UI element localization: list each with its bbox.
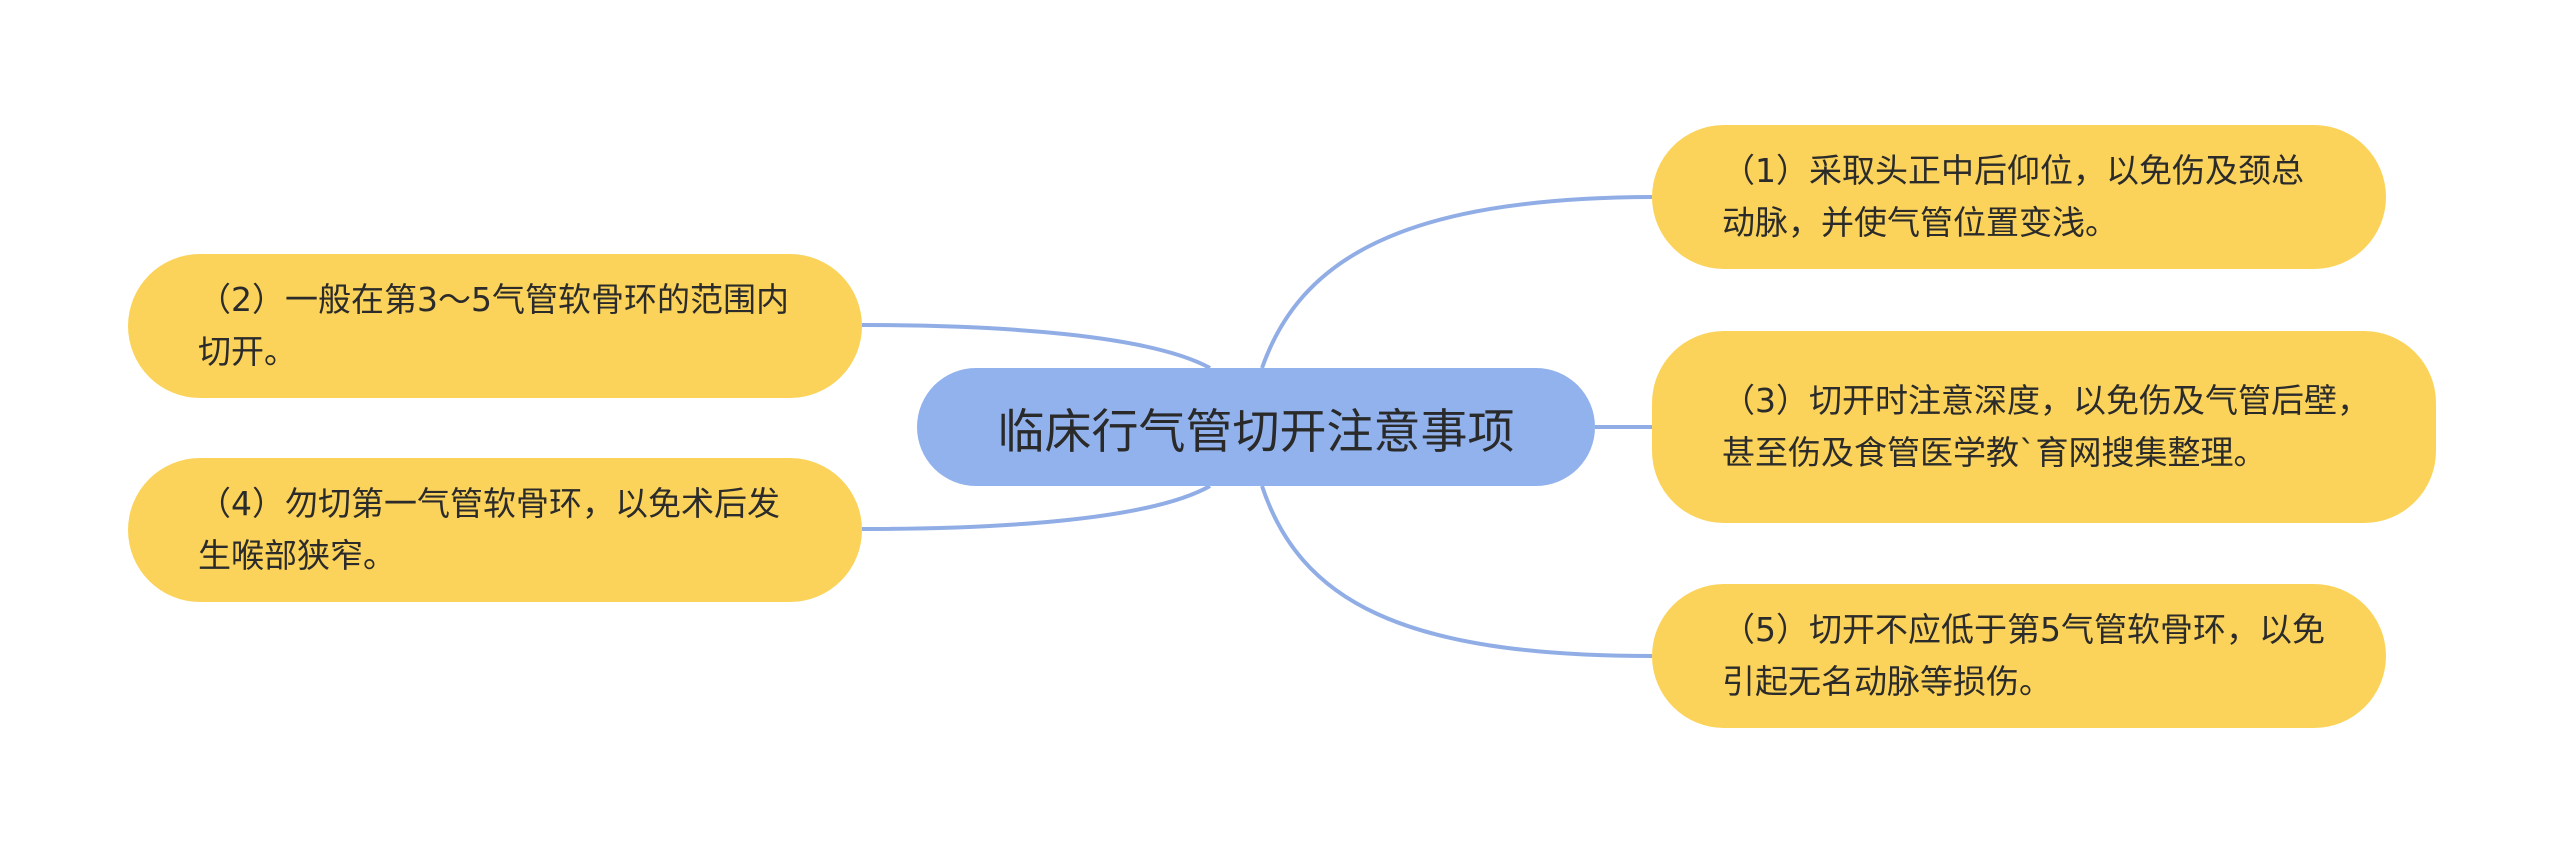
topic-node-2[interactable]: （2）一般在第3～5气管软骨环的范围内切开。 [128, 254, 862, 398]
connector-center-to-topic-1 [1260, 195, 1653, 369]
topic-node-5[interactable]: （5）切开不应低于第5气管软骨环，以免引起无名动脉等损伤。 [1652, 584, 2386, 728]
topic-node-1-text: （1）采取头正中后仰位，以免伤及颈总动脉，并使气管位置变浅。 [1722, 151, 2304, 242]
topic-node-2-text: （2）一般在第3～5气管软骨环的范围内切开。 [198, 280, 789, 371]
central-topic[interactable]: 临床行气管切开注意事项 [917, 368, 1595, 486]
topic-node-1[interactable]: （1）采取头正中后仰位，以免伤及颈总动脉，并使气管位置变浅。 [1652, 125, 2386, 269]
central-topic-label: 临床行气管切开注意事项 [997, 404, 1515, 460]
topic-node-5-text: （5）切开不应低于第5气管软骨环，以免引起无名动脉等损伤。 [1722, 610, 2325, 701]
connector-center-to-topic-2 [861, 323, 1211, 370]
connector-center-to-topic-4 [861, 484, 1211, 531]
connector-center-to-topic-5 [1260, 485, 1653, 658]
topic-node-3-text: （3）切开时注意深度，以免伤及气管后壁，甚至伤及食管医学教`育网搜集整理。 [1722, 381, 2370, 472]
topic-node-4[interactable]: （4）勿切第一气管软骨环，以免术后发生喉部狭窄。 [128, 458, 862, 602]
topic-node-3[interactable]: （3）切开时注意深度，以免伤及气管后壁，甚至伤及食管医学教`育网搜集整理。 [1652, 331, 2436, 523]
topic-node-4-text: （4）勿切第一气管软骨环，以免术后发生喉部狭窄。 [198, 484, 780, 575]
